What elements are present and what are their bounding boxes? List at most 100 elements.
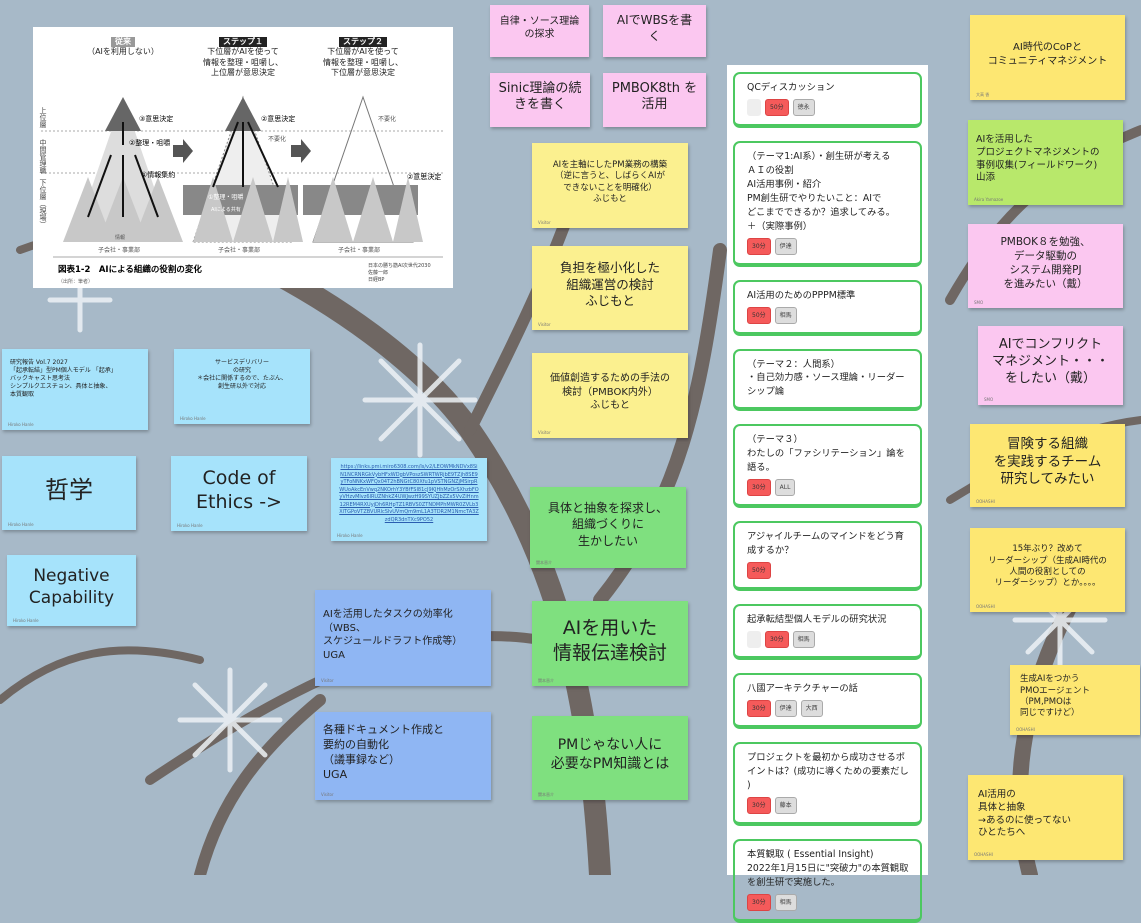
figure-label: 不要化 [378,115,396,123]
figure-label: 不要化 [268,135,286,143]
figure-source: （出所：筆者） [58,278,93,285]
note-author: Visitor [538,429,551,435]
figure-col-conventional: 従来（AIを利用しない） [58,37,188,58]
sticky-note[interactable]: AIを用いた 情報伝達検討関本晋介 [532,601,688,686]
duration-tag[interactable]: 30分 [747,796,771,814]
agenda-card[interactable]: 八國アーキテクチャーの話 30分伊達大西 [733,672,922,729]
sticky-note[interactable]: AIでコンフリクト マネジメント・・・ をしたい（戴） SMO [978,326,1123,405]
sticky-note[interactable]: PMBOK８を勉強、 データ駆動の システム開発PJ を進みたい（戴）SMO [968,224,1123,308]
sticky-note[interactable]: Code of Ethics ->Hiroko Hanle [171,456,307,531]
sticky-note[interactable]: 哲学 Hiroko Hanle [2,456,136,530]
sticky-note[interactable]: 15年ぶり？改めて リーダーシップ（生成AI時代の 人間の役割としての リーダー… [970,528,1125,612]
note-author: SMO [974,299,984,305]
agenda-card[interactable]: 本質観取 ( Essential Insight) 2022年1月15日に"突破… [733,838,922,923]
agenda-card-tags: 30分相馬 [747,893,910,911]
duration-tag[interactable]: 50分 [747,306,771,324]
note-text: Negative Capability [28,566,115,608]
agenda-card-title: AI活用のためのPPPM標準 [747,289,856,301]
note-author: 関本晋介 [538,791,554,797]
agenda-card-tags: 30分藤本 [747,796,910,814]
note-author: Visitor [538,219,551,225]
pyramid-diagram: 上位層 中間管理職 下位層（現場） ③意思決定 ②整理・咀嚼 ①情報集約 ②意思… [39,95,443,285]
agenda-card[interactable]: （テーマ1:AI系）・創生研が考える ＡＩの役割 AI活用事例・紹介 PM創生研… [733,140,922,267]
note-author: SMO [984,396,994,402]
note-text: AIを用いた 情報伝達検討 [552,616,667,664]
note-text: 哲学 [45,475,93,504]
figure-heading: ステップ１ [219,37,267,48]
duration-tag[interactable]: 30分 [747,699,771,717]
note-text: 研究報告 Vol.7 2027 「起承転結」型PM個人モデル 「起承」 バックキ… [10,359,117,399]
owner-tag[interactable]: 徳永 [792,98,815,116]
agenda-card[interactable]: アジャイルチームのマインドをどう育 成するか？50分 [733,521,922,591]
duration-tag[interactable]: 50分 [747,562,771,579]
sticky-note[interactable]: 研究報告 Vol.7 2027 「起承転結」型PM個人モデル 「起承」 バックキ… [2,349,148,430]
figure-label: 子会社・事業部 [338,246,380,254]
duration-tag[interactable]: 30分 [747,893,771,911]
sticky-note[interactable]: Sinic理論の続きを書く [490,73,590,127]
note-text: PMじゃない人に 必要なPM知識とは [550,737,670,772]
note-author: Visitor [538,321,551,327]
sticky-note[interactable]: 具体と抽象を探求し、 組織づくりに 生かしたい関本晋介 [530,487,686,568]
owner-tag[interactable]: 大西 [800,699,823,717]
owner-tag[interactable]: 藤本 [774,796,797,814]
agenda-card[interactable]: プロジェクトを最初から成功させるポ イントは？(成功に導くための要素だし )30… [733,741,922,826]
note-author: Akira Yamazoe [974,196,1004,202]
note-text: AI活用の 具体と抽象 →あるのに使ってない ひとたちへ [978,788,1071,839]
agenda-card[interactable]: （テーマ２：人間系） ・自己効力感・ソース理論・リーダー シップ論 [733,348,922,412]
note-text: 自律・ソース理論の探求 [499,15,580,41]
figure-heading: ステップ２ [339,37,387,48]
note-text: AIを活用したタスクの効率化 （WBS、 スケジュールドラフト作成等） UGA [323,609,463,661]
figure-text: 下位層がAIを使って 情報を整理・咀嚼し、 上位層が意思決定 [203,47,283,78]
owner-tag[interactable]: ALL [774,479,796,497]
level-label: 下位層（現場） [39,179,47,228]
note-author: OOHASHI [974,851,993,857]
duration-tag[interactable]: 30分 [747,479,771,497]
owner-tag[interactable]: 相馬 [774,893,797,911]
figure-label: AIによる共有 [211,206,241,213]
note-link[interactable]: https://links.pmi.miro6308.com/ls/v2/LEO… [339,464,479,523]
note-text: 具体と抽象を探求し、 組織づくりに 生かしたい [547,501,668,548]
sticky-note[interactable]: 自律・ソース理論の探求 [490,5,589,57]
sticky-note[interactable]: AIでWBSを書く [603,5,706,57]
agenda-card-tags: 30分伊達 [747,237,910,255]
figure-label: ②意思決定 [407,172,441,181]
note-author: Hiroko Hanle [8,521,34,527]
empty-tag[interactable] [747,98,761,116]
duration-tag[interactable]: 30分 [765,630,789,648]
sticky-note[interactable]: AI時代のCoPと コミュニティマネジメント大高 香 [970,15,1125,100]
agenda-card-title: 八國アーキテクチャーの話 [747,682,858,694]
note-author: Hiroko Hanle [337,532,363,538]
owner-tag[interactable]: 相馬 [774,306,797,324]
note-text: AIでコンフリクト マネジメント・・・ をしたい（戴） [991,337,1109,386]
figure-label: ①整理・咀嚼 [208,193,243,201]
sticky-note[interactable]: 生成AIをつかう PMOエージェント （PM,PMOは 同じですけど）OOHAS… [1010,665,1140,735]
sticky-note[interactable]: AIを主軸にしたPM業務の構築 （逆に言うと、しばらくAIが できないことを明確… [532,143,688,228]
agenda-card[interactable]: AI活用のためのPPPM標準 50分相馬 [733,279,922,336]
sticky-note[interactable]: AI活用の 具体と抽象 →あるのに使ってない ひとたちへ OOHASHI [968,775,1123,860]
note-text: AIでWBSを書く [616,12,693,43]
note-text: サービスデリバリー の研究 ＊会社に関係するので、たぶん、 創生研以外で対応 [197,359,287,391]
owner-tag[interactable]: 伊達 [774,699,797,717]
empty-tag[interactable] [747,630,761,648]
sticky-note[interactable]: PMじゃない人に 必要なPM知識とは関本晋介 [532,716,688,800]
duration-tag[interactable]: 30分 [747,237,771,255]
owner-tag[interactable]: 相馬 [792,630,815,648]
sticky-note[interactable]: https://links.pmi.miro6308.com/ls/v2/LEO… [331,458,487,541]
note-author: 関本晋介 [538,677,554,683]
duration-tag[interactable]: 50分 [765,98,789,116]
owner-tag[interactable]: 伊達 [774,237,797,255]
sticky-note[interactable]: PMBOK8th を活用 [603,73,706,127]
